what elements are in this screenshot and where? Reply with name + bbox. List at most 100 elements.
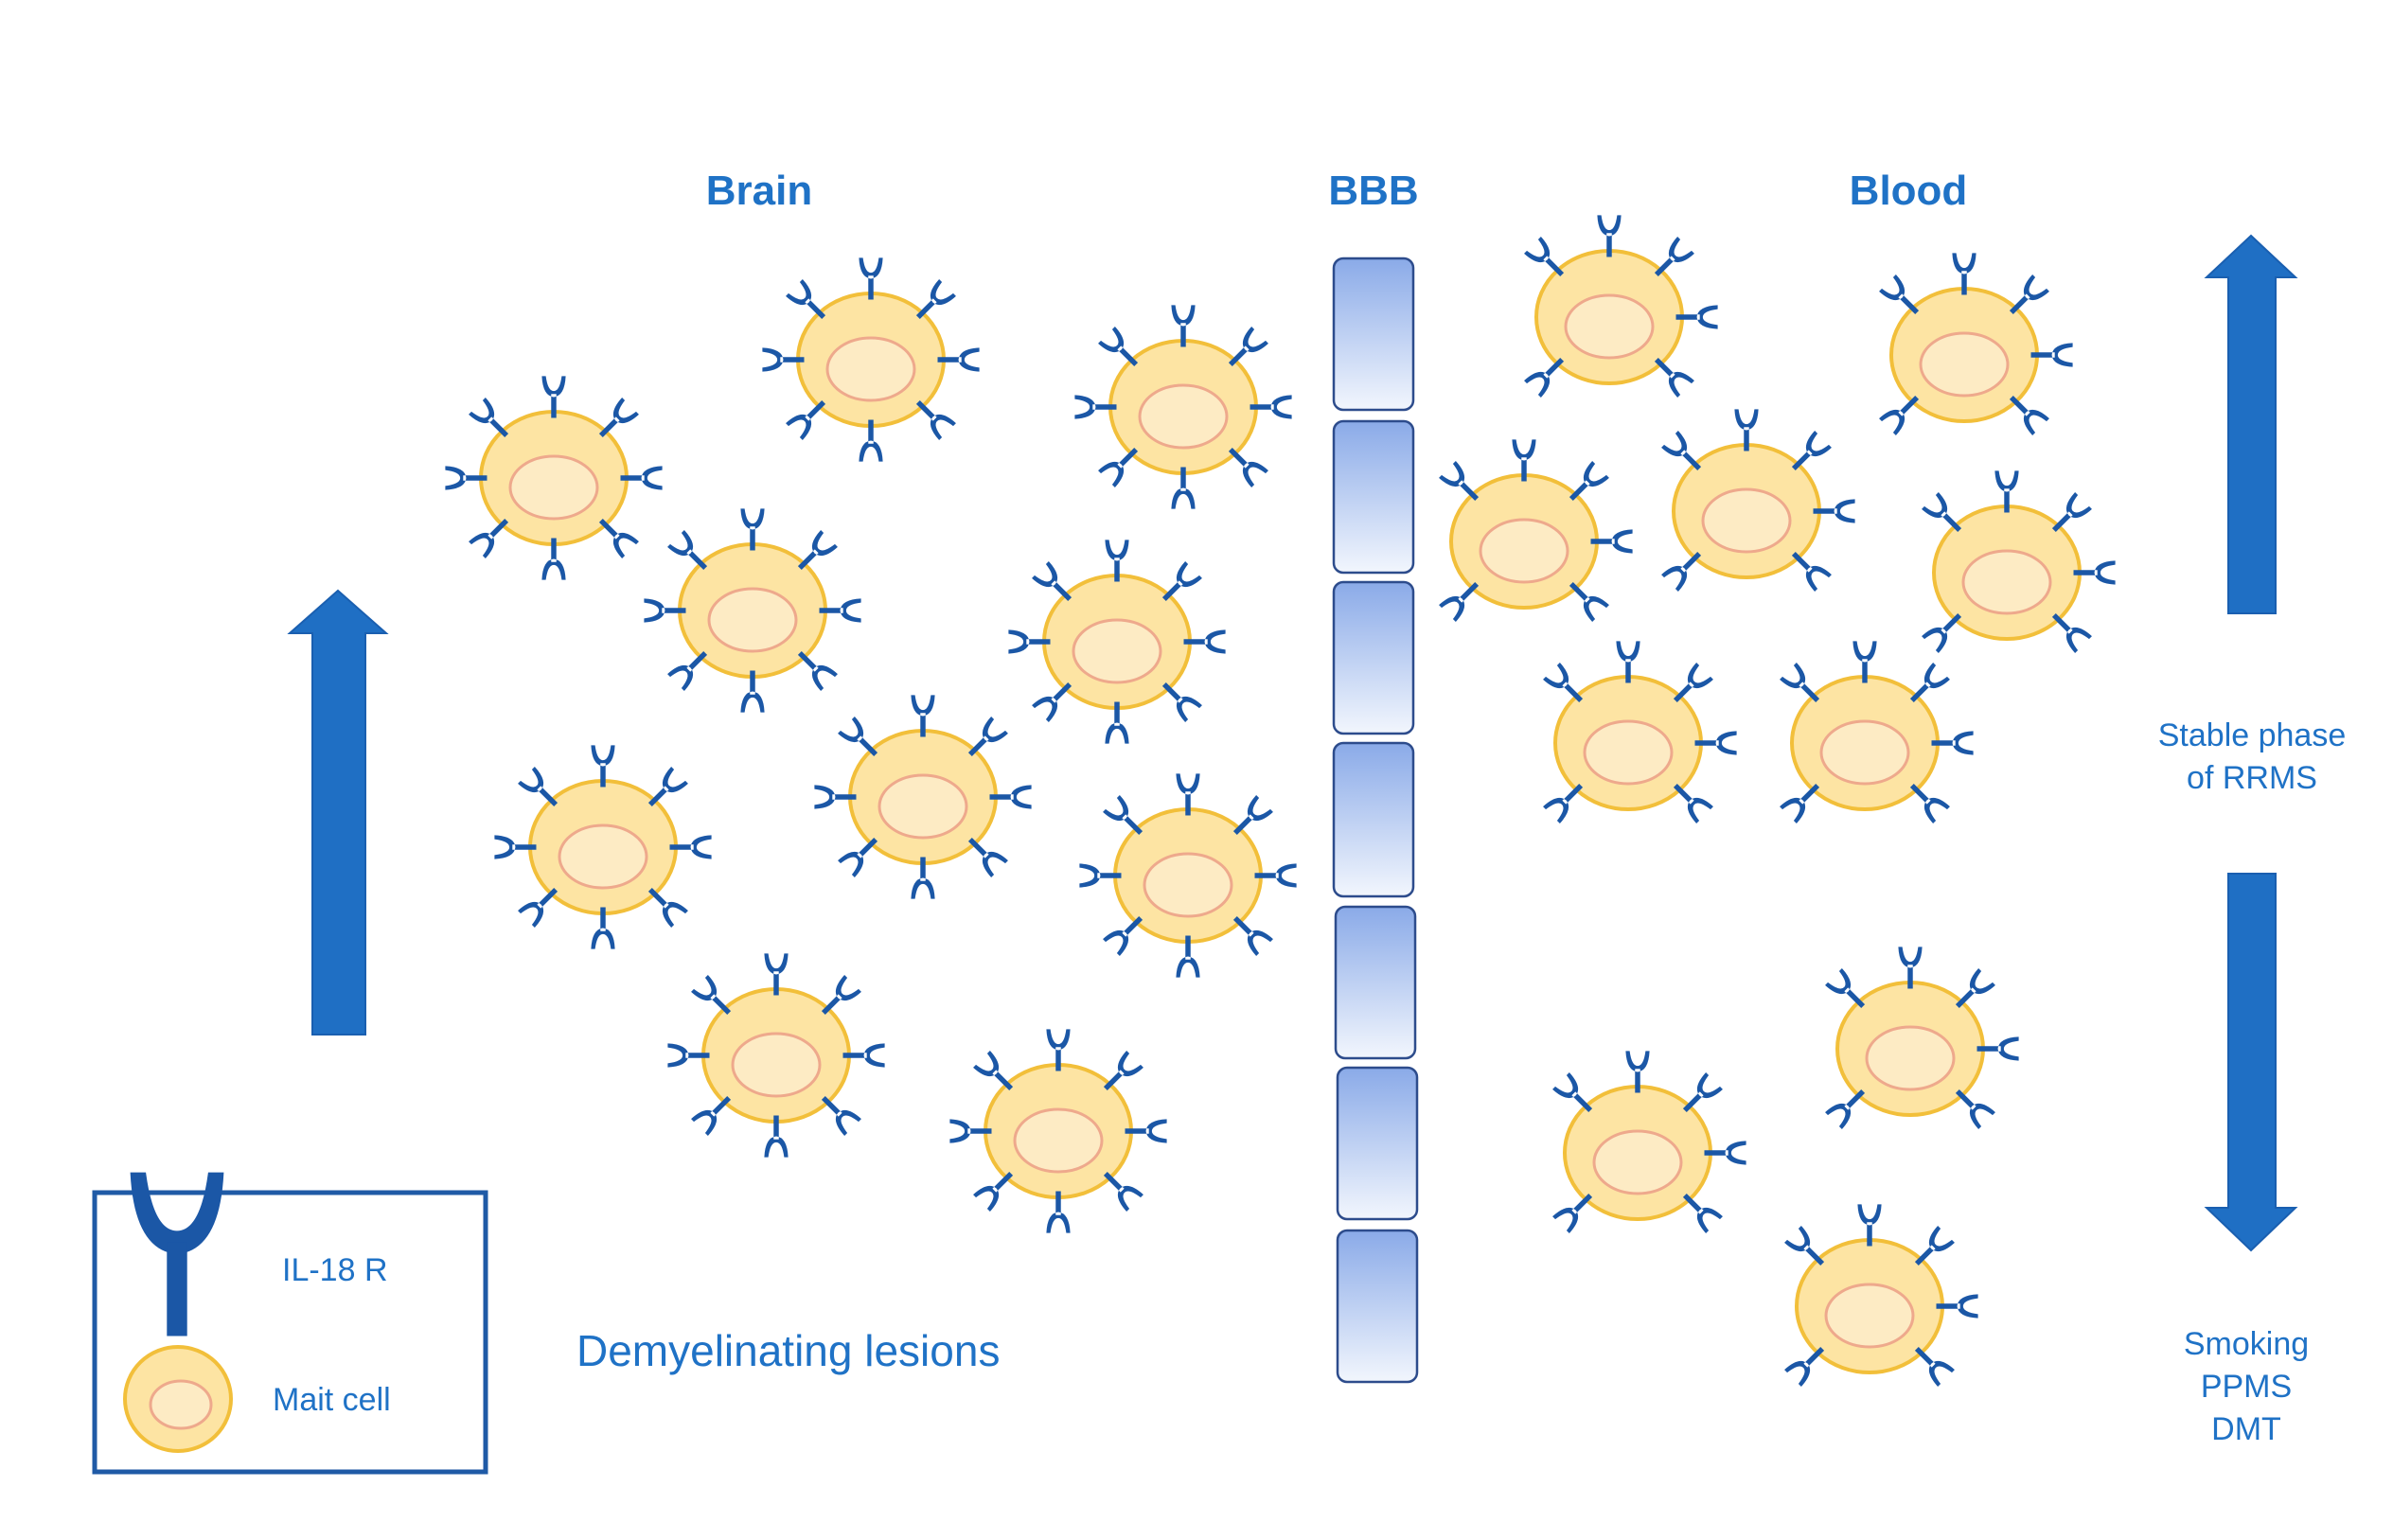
il18-receptor: [1661, 431, 1702, 471]
il18-receptor: [1852, 641, 1877, 683]
il18-receptor: [1161, 681, 1202, 722]
blood-header: Blood: [1849, 168, 1968, 214]
mait-cell: [445, 376, 663, 580]
blood-mait-cells: [1439, 215, 2116, 1387]
barrier-block: [1332, 741, 1415, 898]
il18-receptor: [1909, 663, 1950, 703]
il18-receptor: [1098, 447, 1139, 487]
il18-receptor: [1439, 581, 1480, 622]
il18-receptor: [1955, 968, 1995, 1009]
il18-receptor: [1879, 274, 1920, 315]
il18-receptor: [1439, 461, 1480, 502]
il18-receptor: [797, 530, 838, 571]
legend-cell-label: Mait cell: [273, 1382, 391, 1418]
mait-cell: [814, 695, 1032, 899]
mait-cell: [1074, 305, 1292, 509]
decrease-factor-line: Smoking: [2183, 1326, 2310, 1362]
il18-receptor: [1228, 447, 1268, 487]
il18-receptor: [1176, 773, 1200, 816]
il18-receptor: [1780, 663, 1820, 703]
il18-receptor: [1673, 663, 1713, 703]
up-arrow-icon: [287, 589, 389, 1036]
il18-receptor: [973, 1171, 1014, 1212]
il18-receptor: [1103, 1051, 1143, 1091]
il18-receptor: [1791, 551, 1832, 592]
il18-receptor: [1232, 795, 1273, 836]
il18-receptor: [821, 1095, 861, 1136]
il18-receptor: [1103, 1171, 1143, 1212]
brain-mait-cells: [445, 257, 1297, 1233]
mait-cell: [1922, 470, 2116, 653]
mait-cell: [1784, 1204, 1978, 1387]
il18-receptor: [1597, 215, 1622, 257]
il18-receptor: [469, 518, 509, 558]
il18-receptor: [762, 347, 805, 372]
mait-cell: [1524, 215, 1718, 398]
mait-cell: [1552, 1051, 1746, 1233]
il18-receptor: [1825, 968, 1866, 1009]
il18-receptor: [2051, 492, 2092, 533]
il18-receptor: [838, 717, 878, 757]
legend-receptor-label: IL-18 R: [282, 1252, 388, 1288]
il18-receptor: [2051, 612, 2092, 653]
il18-receptor: [1105, 540, 1129, 582]
il18-receptor: [1914, 1226, 1955, 1266]
il18-receptor: [644, 598, 686, 623]
il18-receptor: [1171, 467, 1196, 509]
il18-receptor: [518, 887, 558, 928]
il18-receptor: [494, 835, 537, 859]
il18-receptor: [1176, 935, 1200, 978]
il18-receptor: [1552, 1193, 1593, 1233]
il18-receptor: [1616, 641, 1640, 683]
bbb-header: BBB: [1328, 168, 1419, 214]
il18-receptor: [838, 837, 878, 877]
mait-cell: [1780, 641, 1974, 823]
il18-receptor: [1784, 1346, 1825, 1387]
il18-receptor: [1103, 915, 1143, 956]
increase-factor-line: of RRMS: [2187, 759, 2317, 796]
increase-factors: Stable phase of RRMS: [2158, 715, 2347, 800]
il18-receptor: [911, 857, 935, 899]
il18-receptor: [598, 398, 639, 438]
il18-receptor: [1898, 947, 1923, 989]
il18-receptor: [1098, 327, 1139, 367]
il18-receptor: [786, 399, 826, 440]
il18-receptor: [541, 538, 566, 580]
mait-cell: [949, 1029, 1167, 1233]
il18-receptor: [445, 466, 487, 490]
il18-receptor: [1232, 915, 1273, 956]
mait-cell: [762, 257, 980, 462]
il18-receptor: [1552, 1072, 1593, 1113]
decrease-factor-line: DMT: [2211, 1410, 2281, 1447]
il18-receptor: [2009, 395, 2049, 435]
il18-receptor: [541, 376, 566, 418]
mait-cell-icon: [123, 1345, 233, 1453]
il18-receptor: [667, 530, 708, 571]
il18-receptor: [859, 257, 883, 300]
mait-cell: [644, 508, 861, 713]
il18-receptor: [1922, 612, 1962, 653]
il18-receptor: [937, 347, 980, 372]
il18-receptor: [669, 835, 712, 859]
il18-receptor: [1228, 327, 1268, 367]
il18-receptor: [1032, 561, 1072, 602]
il18-receptor: [1994, 470, 2019, 513]
il18-receptor: [1682, 1072, 1723, 1113]
il18-receptor: [1543, 783, 1584, 823]
il18-receptor: [1524, 237, 1565, 277]
barrier-block: [1336, 1066, 1419, 1221]
up-arrow-icon: [2204, 234, 2298, 614]
il18-receptor: [1922, 492, 1962, 533]
mait-cell: [1825, 947, 2019, 1129]
blood-brain-barrier: [1332, 257, 1419, 1384]
mait-cell: [1008, 540, 1226, 744]
il18-receptor: [1543, 663, 1584, 703]
barrier-block: [1332, 257, 1415, 412]
il18-receptor: [591, 907, 615, 949]
il18-receptor: [915, 399, 956, 440]
il18-receptor: [647, 767, 688, 807]
il18-receptor: [1955, 1089, 1995, 1129]
il18-receptor: [691, 975, 732, 1016]
il18-receptor: [819, 598, 861, 623]
mait-cell: [494, 745, 712, 949]
